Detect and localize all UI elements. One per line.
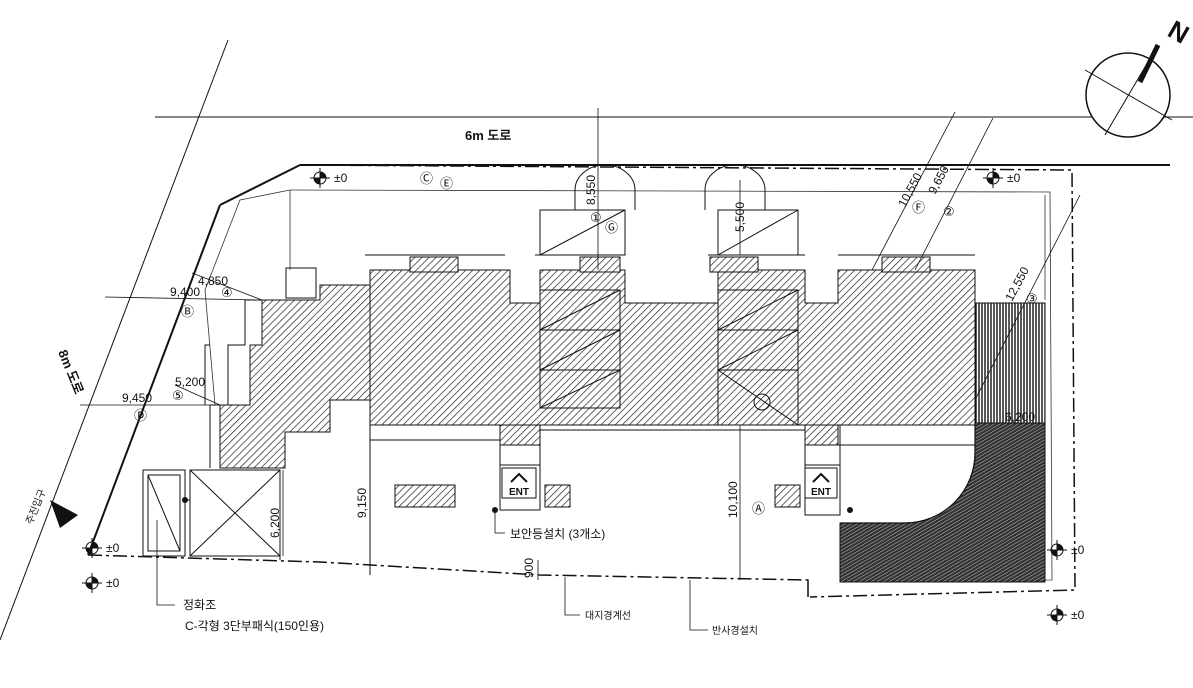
level-label: ±0	[1071, 543, 1085, 557]
marker-1: ①	[590, 210, 602, 225]
dim-10100: 10,100	[726, 481, 740, 518]
curved-landscape	[839, 422, 1046, 583]
level-label: ±0	[1071, 608, 1085, 622]
septic-tank	[142, 469, 281, 557]
marker-b: Ⓑ	[181, 304, 194, 319]
dim-5200: 5,200	[175, 375, 205, 389]
dim-9450: 9,450	[122, 391, 152, 405]
north-label: N	[1163, 14, 1193, 49]
dimension-lines	[80, 108, 1081, 580]
site-boundary-note: 대지경계선	[585, 609, 631, 622]
septic-spec-note: C-각형 3단부패식(150인용)	[185, 619, 324, 633]
dim-900: 900	[522, 558, 536, 578]
site-boundary-line	[87, 164, 1076, 598]
level-markers: ±0 ±0 ±0 ±0 ±0 ±0	[82, 168, 1085, 625]
level-label: ±0	[106, 576, 120, 590]
dim-5500: 5,500	[733, 202, 747, 232]
level-label: ±0	[334, 171, 348, 185]
top-road-label: 6m 도로	[465, 128, 511, 143]
septic-title-note: 정화조	[183, 598, 216, 612]
ent-label-right: ENT	[811, 487, 831, 498]
dim-8550: 8,550	[584, 175, 598, 205]
north-arrow: N	[1084, 14, 1193, 138]
dim-9150: 9,150	[355, 488, 369, 518]
dim-4850: 4,850	[198, 274, 228, 288]
leader-lines	[156, 510, 708, 631]
courtyard	[279, 424, 975, 575]
top-road	[155, 116, 1193, 166]
right-landscape-strip	[974, 302, 1046, 424]
level-label: ±0	[1007, 171, 1021, 185]
level-label: ±0	[106, 541, 120, 555]
marker-g: Ⓖ	[605, 220, 618, 235]
reflector-note: 반사경설치	[712, 624, 758, 637]
left-road	[0, 39, 301, 641]
marker-c: Ⓒ	[420, 171, 433, 186]
marker-3: ③	[1026, 291, 1038, 306]
marker-5: ⑤	[172, 388, 184, 403]
dim-6200-left: 6,200	[268, 508, 282, 538]
marker-2: ②	[943, 204, 955, 219]
marker-d: Ⓓ	[134, 408, 147, 423]
entrance-marker-right: ENT	[804, 467, 838, 499]
security-lights-note: 보안등설치 (3개소)	[510, 527, 605, 541]
left-road-label: 8m 도로	[55, 348, 86, 397]
grid-markers: ④ Ⓑ ⑤ Ⓓ Ⓒ Ⓔ ① Ⓖ Ⓕ ② ③ Ⓐ	[134, 171, 1038, 516]
dim-6200-right: 6,200	[1005, 410, 1035, 424]
marker-e: Ⓔ	[440, 176, 453, 191]
ent-label-left: ENT	[509, 487, 529, 498]
dim-9400: 9,400	[170, 285, 200, 299]
site-entrance-label: 주진입구	[23, 487, 49, 526]
marker-f: Ⓕ	[912, 200, 925, 215]
marker-a: Ⓐ	[752, 501, 765, 516]
building-footprint	[219, 164, 976, 469]
marker-4: ④	[221, 285, 233, 300]
entrance-marker-left: ENT	[501, 467, 537, 499]
